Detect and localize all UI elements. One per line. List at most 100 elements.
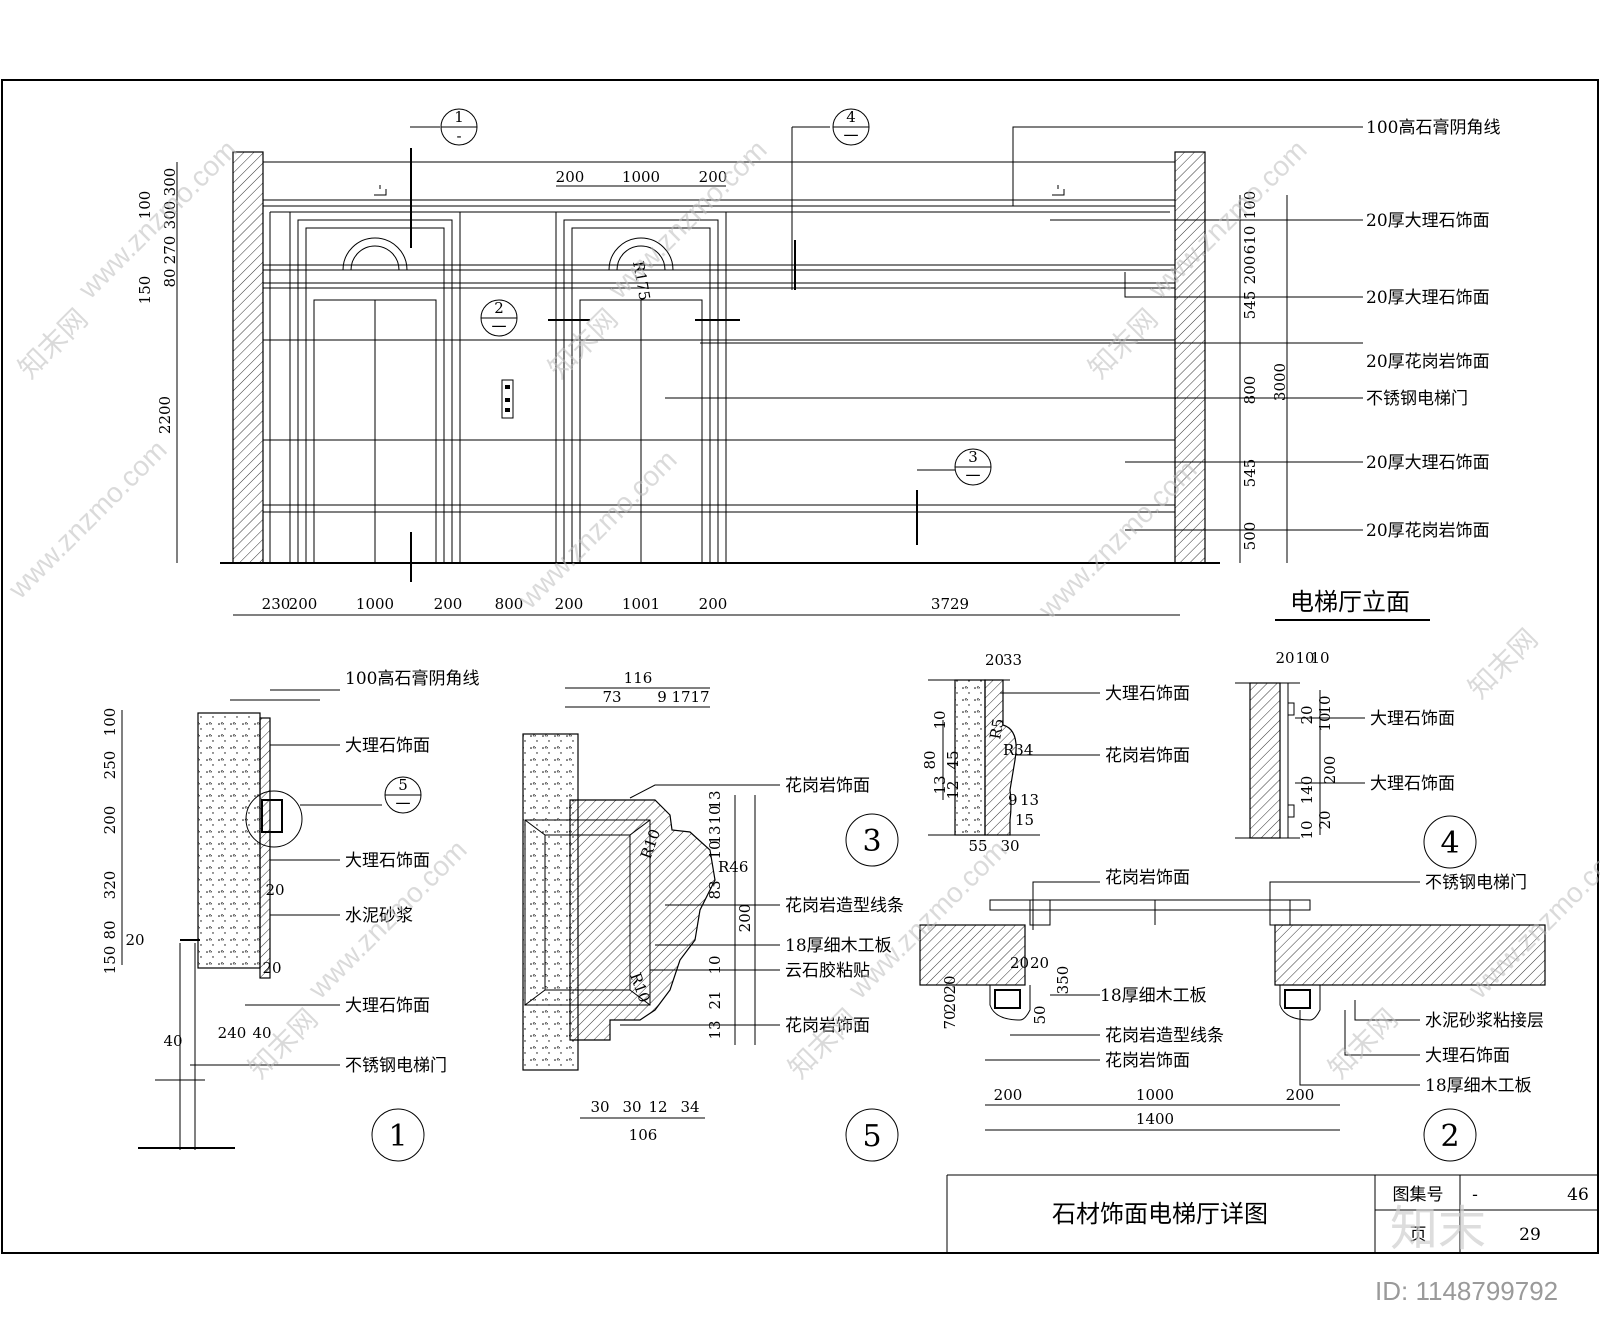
svg-text:10: 10 xyxy=(1310,649,1329,667)
sheet-border xyxy=(1,79,1599,1254)
svg-text:10: 10 xyxy=(706,955,724,974)
svg-text:116: 116 xyxy=(624,669,653,687)
svg-text:www.znzmo.com: www.znzmo.com xyxy=(2,434,173,605)
svg-text:200: 200 xyxy=(1321,756,1339,785)
svg-text:花岗岩造型线条: 花岗岩造型线条 xyxy=(1105,1026,1224,1046)
svg-text:R46: R46 xyxy=(718,858,748,876)
svg-text:200: 200 xyxy=(1286,1086,1315,1104)
svg-text:106: 106 xyxy=(629,1126,658,1144)
elevation-view: R175 1 - 4 一 2 一 xyxy=(136,108,1500,621)
svg-text:20: 20 xyxy=(1316,810,1334,829)
svg-text:20: 20 xyxy=(941,975,959,994)
svg-text:大理石饰面: 大理石饰面 xyxy=(1425,1046,1510,1066)
svg-text:610: 610 xyxy=(1241,226,1259,255)
svg-text:45: 45 xyxy=(944,750,962,769)
detail5-number: 5 xyxy=(862,1119,881,1154)
callout-4: 4 一 xyxy=(832,108,870,146)
elevation-bottom-dims: 230 200 1000 200 800 200 1001 200 3729 xyxy=(233,595,1180,616)
detail-3: 20 33 80 12 45 13 10 R5 R34 9 13 15 55 3… xyxy=(845,651,1190,867)
svg-text:2200: 2200 xyxy=(156,396,174,434)
svg-text:知末网: 知末网 xyxy=(1082,303,1163,384)
page-value: 29 xyxy=(1519,1225,1541,1245)
svg-text:9: 9 xyxy=(1008,791,1018,809)
svg-text:800: 800 xyxy=(1241,376,1259,405)
svg-text:1400: 1400 xyxy=(1136,1110,1174,1128)
svg-text:200: 200 xyxy=(289,595,318,613)
svg-text:知末网: 知末网 xyxy=(12,303,93,384)
svg-text:云石胶粘贴: 云石胶粘贴 xyxy=(785,961,870,981)
svg-text:10: 10 xyxy=(1316,712,1334,731)
svg-text:40: 40 xyxy=(163,1032,182,1050)
svg-text:230: 230 xyxy=(262,595,291,613)
atlas-number: 46 xyxy=(1567,1185,1589,1205)
svg-text:12: 12 xyxy=(944,780,962,799)
svg-text:17: 17 xyxy=(690,688,709,706)
svg-text:21: 21 xyxy=(706,990,724,1009)
svg-text:大理石饰面: 大理石饰面 xyxy=(1370,774,1455,794)
detail2-number: 2 xyxy=(1440,1119,1459,1154)
svg-text:33: 33 xyxy=(1003,651,1022,669)
svg-text:320: 320 xyxy=(101,871,119,900)
svg-text:花岗岩饰面: 花岗岩饰面 xyxy=(1105,746,1190,766)
svg-text:www.znzmo.com: www.znzmo.com xyxy=(602,134,773,305)
detail-2: 20 20 350 20 20 70 50 200 1000 200 1400 … xyxy=(919,868,1546,1162)
svg-text:9: 9 xyxy=(657,688,667,706)
drawing-title: 石材饰面电梯厅详图 xyxy=(1052,1200,1268,1228)
atlas-value: - xyxy=(1472,1185,1478,1205)
logo-watermark: 知末 xyxy=(1390,1203,1486,1256)
svg-text:15: 15 xyxy=(1015,811,1034,829)
atlas-label: 图集号 xyxy=(1393,1185,1444,1205)
svg-text:13: 13 xyxy=(1020,791,1039,809)
svg-text:83: 83 xyxy=(706,880,724,899)
svg-text:240: 240 xyxy=(218,1024,247,1042)
svg-text:20: 20 xyxy=(262,959,281,977)
elevation-left-dims: 300 100 300 270 150 80 2200 xyxy=(136,162,179,563)
svg-text:250: 250 xyxy=(101,751,119,780)
svg-text:花岗岩饰面: 花岗岩饰面 xyxy=(1105,868,1190,888)
svg-text:13: 13 xyxy=(706,790,724,809)
call-button-panel xyxy=(501,379,514,419)
svg-text:一: 一 xyxy=(491,318,506,336)
svg-text:17: 17 xyxy=(671,688,690,706)
svg-text:水泥砂浆: 水泥砂浆 xyxy=(345,906,413,926)
svg-text:大理石饰面: 大理石饰面 xyxy=(345,736,430,756)
svg-text:4: 4 xyxy=(846,108,856,126)
svg-text:100: 100 xyxy=(101,708,119,737)
svg-text:-: - xyxy=(456,127,461,145)
svg-text:200: 200 xyxy=(699,595,728,613)
svg-text:花岗岩造型线条: 花岗岩造型线条 xyxy=(785,896,904,916)
svg-text:10: 10 xyxy=(1316,695,1334,714)
svg-text:20厚花岗岩饰面: 20厚花岗岩饰面 xyxy=(1366,352,1490,372)
svg-text:200: 200 xyxy=(699,168,728,186)
svg-text:350: 350 xyxy=(1054,966,1072,995)
svg-text:20: 20 xyxy=(1010,954,1029,972)
svg-text:水泥砂浆粘接层: 水泥砂浆粘接层 xyxy=(1425,1011,1544,1031)
svg-text:30: 30 xyxy=(622,1098,641,1116)
right-wall xyxy=(1174,151,1206,564)
svg-text:www.znzmo.com: www.znzmo.com xyxy=(72,134,243,305)
svg-text:80: 80 xyxy=(161,268,179,287)
svg-text:知末网: 知末网 xyxy=(1462,623,1543,704)
svg-text:270: 270 xyxy=(161,236,179,265)
svg-text:一: 一 xyxy=(395,795,410,813)
svg-text:www.znzmo.com: www.znzmo.com xyxy=(512,444,683,615)
svg-text:20: 20 xyxy=(1030,954,1049,972)
svg-text:100: 100 xyxy=(136,191,154,220)
svg-text:R5: R5 xyxy=(986,717,1007,741)
callout-1: 1 - xyxy=(440,108,478,146)
detail-4: 20 10 10 20 10 10 140 200 10 20 大理石饰面 大理… xyxy=(1235,649,1477,869)
callout-2: 2 一 xyxy=(480,299,518,337)
svg-text:50: 50 xyxy=(1031,1005,1049,1024)
svg-text:一: 一 xyxy=(843,127,858,145)
svg-text:18厚细木工板: 18厚细木工板 xyxy=(785,936,892,956)
svg-text:300: 300 xyxy=(161,168,179,197)
svg-text:100高石膏阴角线: 100高石膏阴角线 xyxy=(1366,117,1500,138)
title-block: 石材饰面电梯厅详图 图集号 - 46 页 29 xyxy=(946,1174,1598,1253)
svg-text:大理石饰面: 大理石饰面 xyxy=(1105,684,1190,704)
svg-text:80: 80 xyxy=(101,920,119,939)
svg-text:3: 3 xyxy=(968,448,978,466)
detail-1: 5 一 100 250 200 320 150 80 20 20 20 240 … xyxy=(101,668,479,1162)
svg-text:一: 一 xyxy=(965,467,980,485)
svg-text:200: 200 xyxy=(434,595,463,613)
